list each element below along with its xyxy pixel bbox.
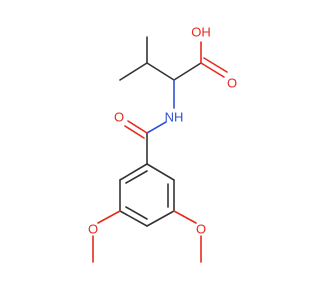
ring-inner-double-2	[125, 206, 148, 220]
ring-bond-1	[119, 163, 148, 181]
molecule-drawing: OH O NH O O O	[88, 25, 237, 263]
atom-label-methoxy-o-left: O	[88, 222, 98, 237]
atom-label-amide-carbonyl-o: O	[114, 110, 124, 125]
bond-ring-o-right	[173, 210, 197, 224]
ring-bond-6	[146, 163, 175, 181]
bond-c-o-double-b	[203, 57, 228, 73]
bond-alpha-cooh	[173, 62, 202, 81]
structure-canvas: OH O NH O O O	[88, 25, 237, 263]
ring-bond-3	[119, 210, 148, 227]
bond-ch-alpha	[146, 62, 175, 81]
ring-bond-4	[146, 210, 175, 227]
atom-label-nh: NH	[165, 110, 184, 125]
atom-label-oh: OH	[191, 25, 211, 40]
atom-label-methoxy-o-right: O	[196, 222, 206, 237]
bond-methyl-left	[119, 62, 148, 81]
atom-label-acid-carbonyl-o: O	[227, 76, 237, 91]
bond-n-carbonyl	[146, 121, 167, 134]
bond-c-o-double-a	[200, 62, 225, 78]
bond-amide-o-double-a	[127, 120, 148, 134]
bond-ring-o-left	[97, 210, 121, 224]
ring-inner-double-1	[125, 170, 148, 184]
bond-amide-o-double-b	[124, 125, 145, 139]
